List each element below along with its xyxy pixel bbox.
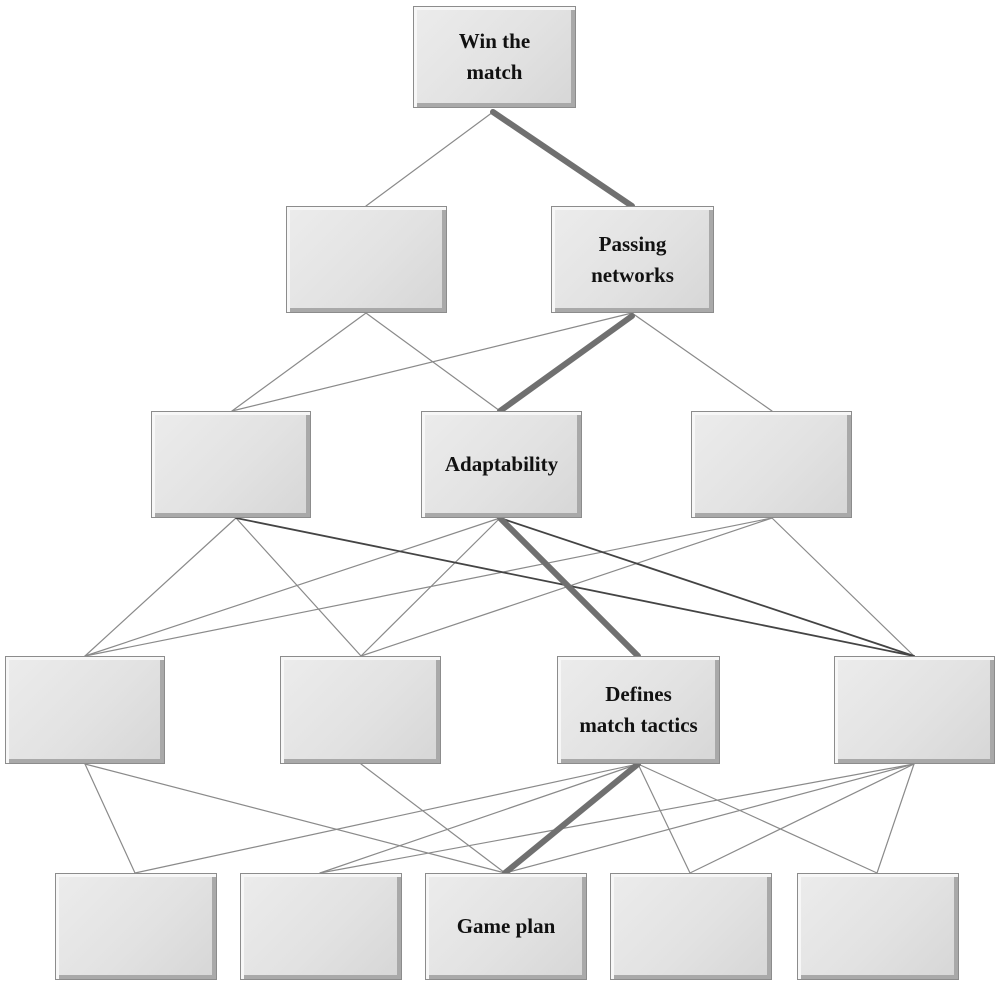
node-empty-l2-1 bbox=[286, 206, 447, 313]
node-empty-l3-3 bbox=[691, 411, 852, 518]
node-empty-l4-1 bbox=[5, 656, 165, 764]
node-passing-networks: Passing networks bbox=[551, 206, 714, 313]
link-l4b-to-l5c bbox=[360, 763, 506, 874]
link-l3c-to-l4d bbox=[771, 517, 915, 657]
node-label: Win the match bbox=[458, 29, 531, 84]
link-goal-to-l2a bbox=[365, 111, 494, 207]
link-l4c-to-l5d bbox=[637, 763, 691, 874]
node-empty-l4-2 bbox=[280, 656, 441, 764]
link-l2a-to-l3a bbox=[231, 312, 367, 412]
link-l3a-to-l4b bbox=[235, 517, 362, 657]
link-l4c-to-l5a bbox=[134, 763, 639, 874]
link-l4c-to-l5e bbox=[637, 763, 878, 874]
link-l3a-to-l4a bbox=[84, 517, 237, 657]
link-l4d-to-l5b bbox=[319, 763, 915, 874]
node-empty-l5-4 bbox=[610, 873, 772, 980]
highlight-tactics-to-game-plan bbox=[502, 761, 641, 876]
highlight-passing-to-adaptability bbox=[497, 313, 635, 414]
link-l4d-to-l5e bbox=[876, 763, 915, 874]
highlight-adaptability-to-tactics bbox=[497, 515, 641, 659]
link-l4a-to-l5c bbox=[84, 763, 506, 874]
node-empty-l4-4 bbox=[834, 656, 995, 764]
node-label: Passing networks bbox=[591, 231, 674, 287]
node-label: Game plan bbox=[456, 914, 556, 938]
node-label: Defines match tactics bbox=[579, 682, 698, 737]
link-l3b-to-l4d bbox=[499, 517, 915, 657]
node-empty-l3-1 bbox=[151, 411, 311, 518]
link-l4a-to-l5a bbox=[84, 763, 136, 874]
link-l3b-to-l4a bbox=[84, 517, 501, 657]
node-empty-l5-1 bbox=[55, 873, 217, 980]
highlight-goal-to-passing bbox=[490, 109, 635, 209]
link-l4d-to-l5d bbox=[689, 763, 915, 874]
node-adaptability: Adaptability bbox=[421, 411, 582, 518]
link-l3c-to-l4a bbox=[84, 517, 773, 657]
link-l2b-to-l3c bbox=[631, 312, 773, 412]
node-win-the-match: Win the match bbox=[413, 6, 576, 108]
node-empty-l5-5 bbox=[797, 873, 959, 980]
link-l4c-to-l5b bbox=[319, 763, 639, 874]
node-label: Adaptability bbox=[444, 452, 559, 476]
node-empty-l5-2 bbox=[240, 873, 402, 980]
node-defines-match-tactics: Defines match tactics bbox=[557, 656, 720, 764]
node-game-plan: Game plan bbox=[425, 873, 587, 980]
link-l2b-to-l3a bbox=[231, 312, 633, 412]
link-l3a-to-l4d bbox=[235, 517, 915, 657]
link-l4d-to-l5c bbox=[504, 763, 915, 874]
